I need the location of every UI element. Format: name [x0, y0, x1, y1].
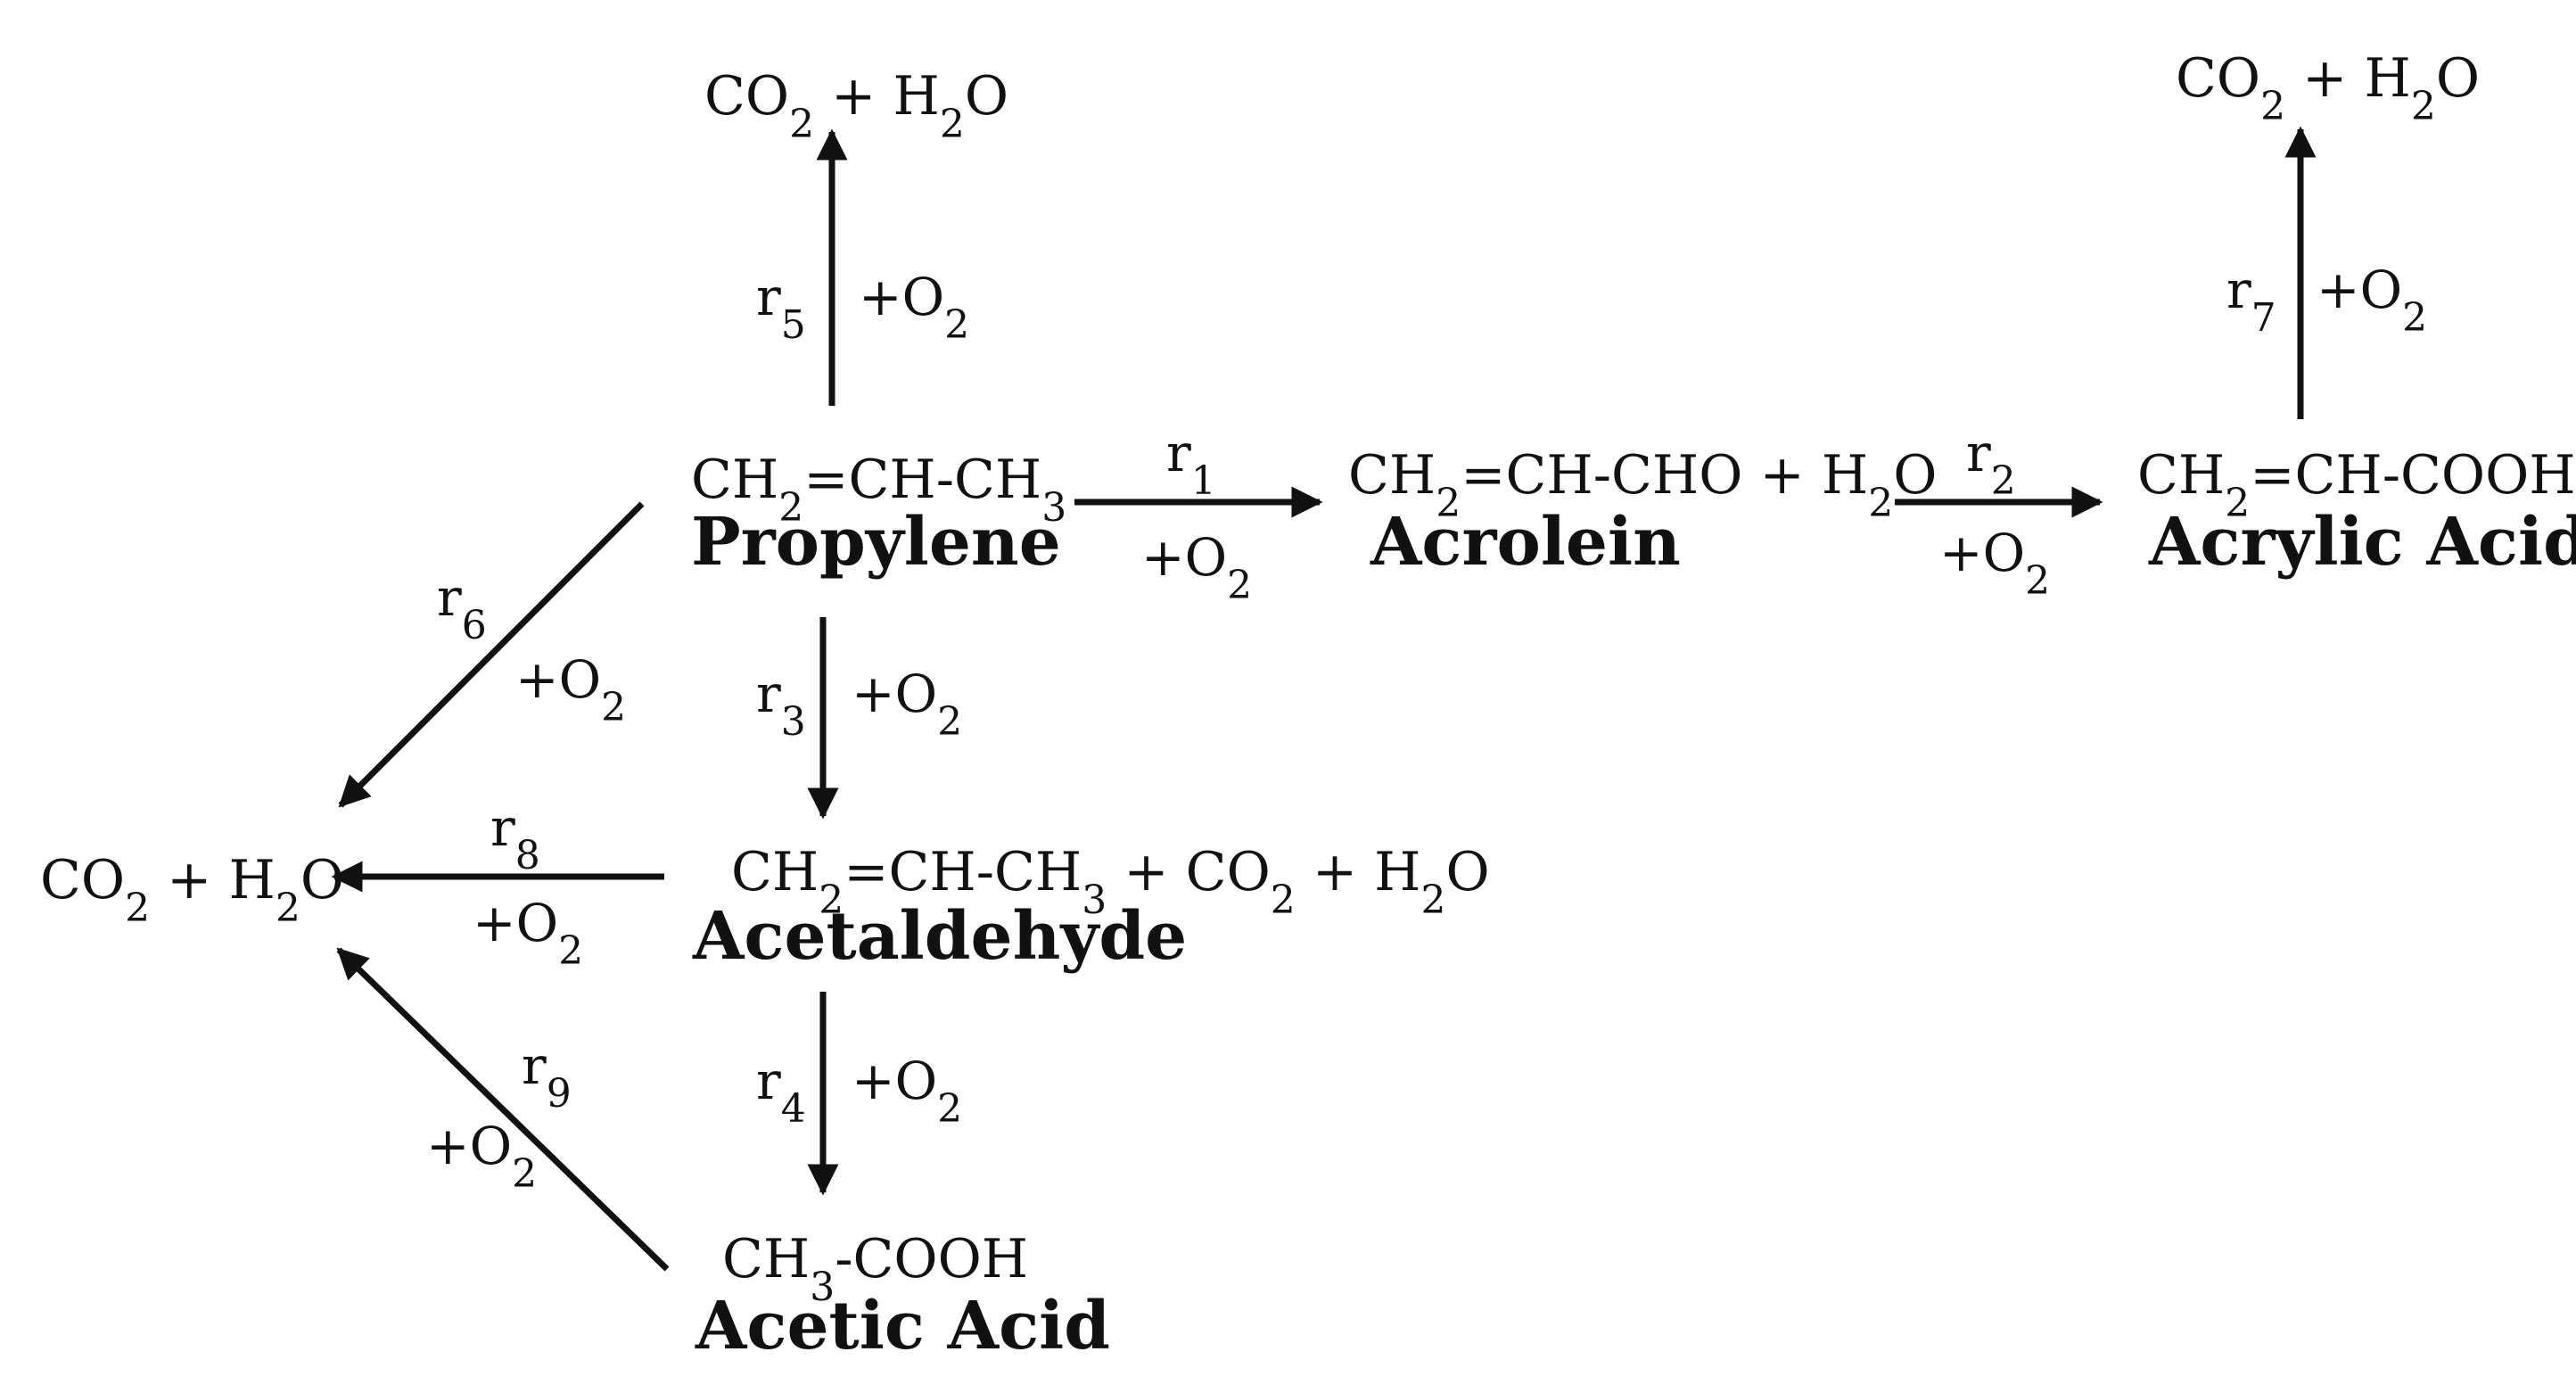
- acrolein-name: Acrolein: [1370, 504, 1681, 581]
- arrow-r9: [336, 947, 670, 1272]
- co2-h2o-left: CO2 + H2O: [40, 849, 344, 931]
- co2-h2o-top-right: CO2 + H2O: [2176, 47, 2480, 129]
- oxidant-label-r5: +O2: [859, 267, 969, 348]
- rate-label-r6: r6: [437, 567, 487, 648]
- oxidant-label-r7: +O2: [2317, 260, 2427, 341]
- acetaldehyde-formula: CH2=CH-CH3 + CO2 + H2O: [731, 841, 1490, 923]
- oxidant-label-r1: +O2: [1141, 527, 1252, 608]
- oxidant-label-r4: +O2: [852, 1051, 962, 1132]
- arrow-r6: [338, 501, 645, 808]
- rate-label-r4: r4: [756, 1051, 806, 1132]
- oxidant-label-r6: +O2: [515, 649, 626, 730]
- acrylic-acid-formula: CH2=CH-COOH: [2137, 444, 2576, 526]
- rate-label-r5: r5: [756, 267, 806, 348]
- acetic-acid-name: Acetic Acid: [695, 1288, 1110, 1364]
- oxidant-label-r2: +O2: [1939, 523, 2050, 604]
- oxidant-label-r9: +O2: [426, 1116, 537, 1197]
- rate-label-r3: r3: [756, 664, 806, 745]
- rate-label-r2: r2: [1966, 423, 2016, 504]
- oxidant-label-r3: +O2: [852, 664, 962, 745]
- rate-label-r1: r1: [1166, 423, 1216, 504]
- co2-h2o-top-left: CO2 + H2O: [704, 65, 1008, 147]
- acrylic-acid-name: Acrylic Acid: [2148, 504, 2576, 581]
- propylene-name: Propylene: [691, 504, 1061, 581]
- rate-label-r9: r9: [522, 1035, 572, 1117]
- rate-label-r8: r8: [490, 797, 540, 878]
- acetic-acid-formula: CH3-COOH: [722, 1228, 1028, 1310]
- rate-label-r7: r7: [2226, 260, 2276, 341]
- propylene-formula: CH2=CH-CH3: [691, 449, 1066, 531]
- acrolein-formula: CH2=CH-CHO + H2O: [1348, 444, 1937, 526]
- acetaldehyde-name: Acetaldehyde: [692, 898, 1187, 975]
- oxidant-label-r8: +O2: [473, 893, 583, 974]
